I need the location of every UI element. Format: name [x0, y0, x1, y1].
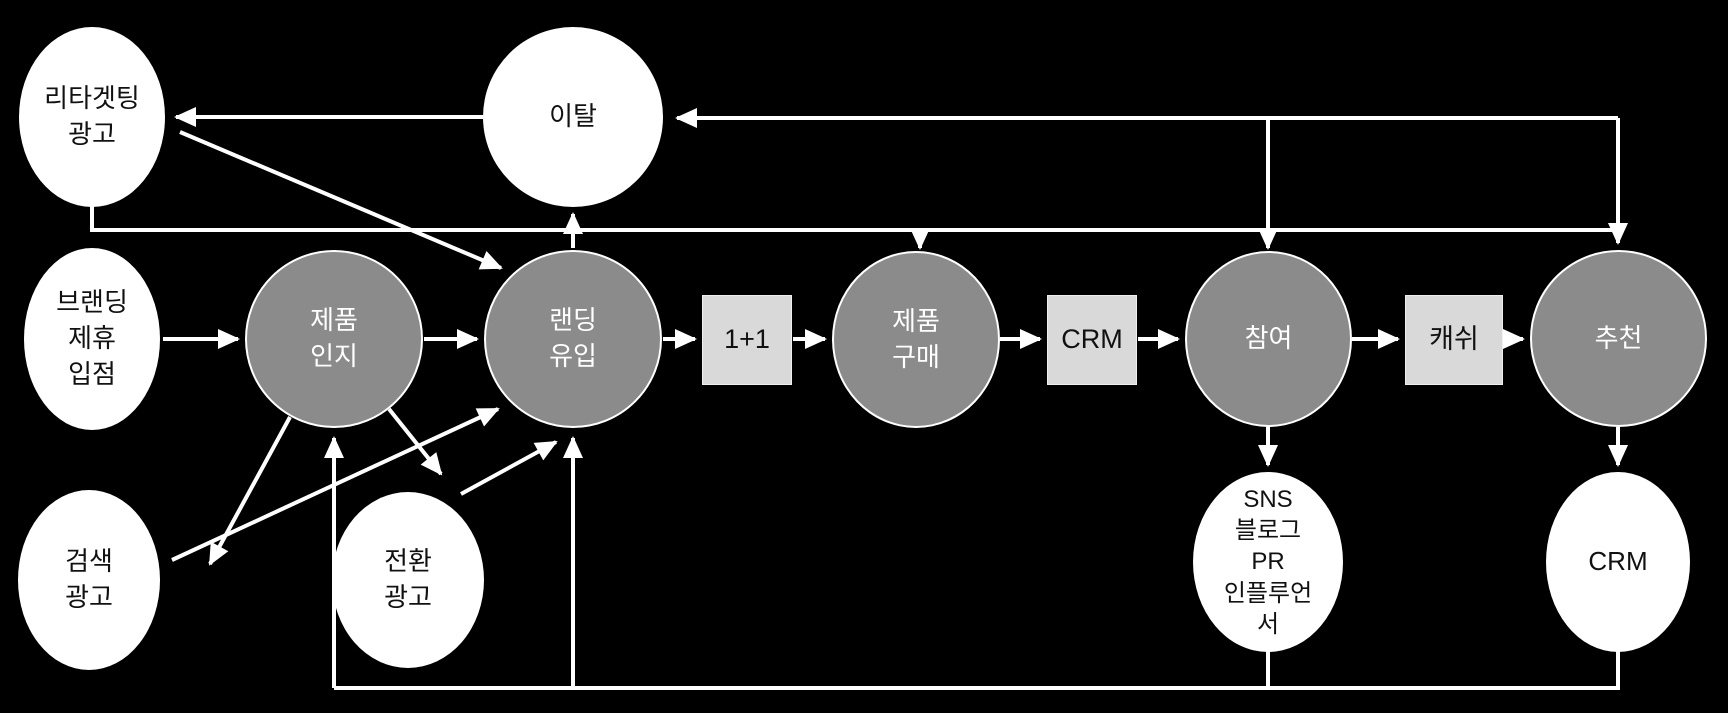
- node-retargeting-ads: 리타겟팅 광고: [19, 27, 165, 207]
- node-product-awareness: 제품 인지: [245, 250, 423, 428]
- edge-awareness-to-conversion: [387, 407, 443, 476]
- node-engagement: 참여: [1185, 251, 1352, 427]
- edge-awareness-to-search: [208, 416, 292, 566]
- edge-conversion-to-landing: [460, 440, 558, 496]
- node-referral: 추천: [1530, 250, 1707, 427]
- node-one-plus-one-offer: 1+1: [702, 295, 792, 385]
- node-sns-channels: SNS 블로그 PR 인플루언 서: [1193, 472, 1343, 652]
- edge-retargeting-to-landing: [179, 130, 503, 270]
- node-product-purchase: 제품 구매: [832, 251, 1000, 428]
- node-conversion-ads: 전환 광고: [332, 492, 484, 668]
- node-crm-channel: CRM: [1546, 472, 1690, 652]
- node-cash-offer: 캐쉬: [1405, 295, 1503, 385]
- edge-search-to-landing: [171, 407, 500, 562]
- node-crm-offer: CRM: [1047, 295, 1137, 385]
- node-branding-partnership: 브랜딩 제휴 입점: [24, 248, 160, 430]
- node-churn: 이탈: [483, 27, 663, 207]
- node-search-ads: 검색 광고: [18, 490, 160, 670]
- node-landing-inflow: 랜딩 유입: [484, 250, 662, 428]
